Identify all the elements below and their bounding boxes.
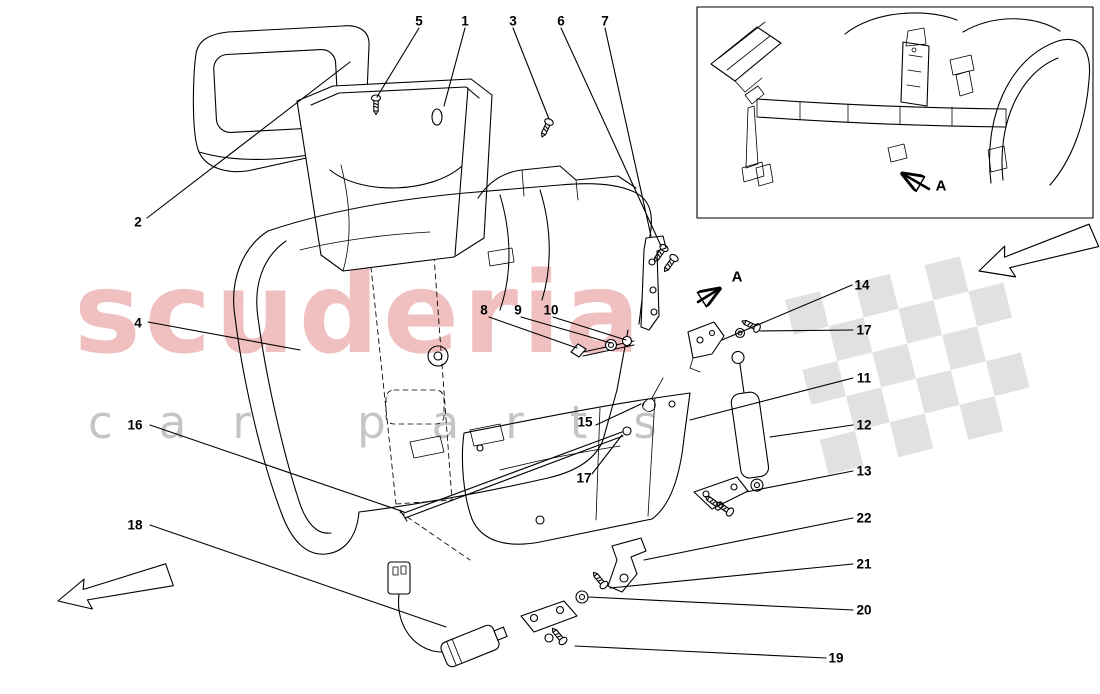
screw-icon-part3	[537, 116, 555, 140]
callout-11: 11	[856, 370, 872, 386]
inset-frame-rail	[756, 98, 1007, 110]
washer-20	[575, 590, 589, 604]
bracket-22	[607, 537, 647, 593]
watermark-brand-text: scuderia	[74, 249, 645, 379]
callout-20: 20	[856, 602, 872, 618]
section-label-a: A	[731, 268, 743, 286]
callout-2: 2	[134, 214, 142, 230]
callout-5: 5	[415, 13, 423, 29]
inset-wheel-arch-right	[989, 39, 1091, 186]
callout-18: 18	[127, 517, 143, 533]
inset-section-label-a: A	[935, 177, 947, 195]
inset-wheel-arch-left	[844, 12, 958, 35]
section-arrow-main	[698, 289, 719, 302]
latch-actuator	[387, 561, 508, 668]
housing-panel	[233, 165, 652, 555]
lower-fixing-cluster	[520, 537, 647, 643]
callout-8: 8	[480, 302, 488, 318]
retaining-spring	[642, 377, 664, 412]
gas-strut	[730, 350, 770, 492]
callout-14: 14	[854, 277, 870, 293]
strut-bracket-lower	[693, 476, 749, 510]
callout-12: 12	[856, 417, 872, 433]
callout-3: 3	[509, 13, 517, 29]
callout-13: 13	[856, 463, 872, 479]
callout-19: 19	[828, 650, 844, 666]
callout-10: 10	[543, 302, 559, 318]
screw-icon-21	[589, 568, 610, 591]
washer-17-right	[734, 327, 746, 339]
callout-4: 4	[134, 315, 142, 331]
alignment-dashed-lines	[369, 255, 471, 561]
inset-bumper-bar	[710, 26, 782, 82]
strut-bracket-upper	[687, 321, 725, 373]
direction-arrow-bottom-left	[57, 563, 174, 610]
inset-section-arrow	[903, 174, 931, 189]
callout-17-right: 17	[856, 322, 872, 338]
callout-15: 15	[577, 414, 593, 430]
support-bracket	[461, 392, 691, 545]
callout-16: 16	[127, 417, 143, 433]
callout-22: 22	[856, 510, 872, 526]
callout-1: 1	[461, 13, 469, 29]
callout-17-mid: 17	[576, 470, 592, 486]
screw-icon-part6b	[660, 252, 680, 275]
glove-box-bin	[296, 78, 493, 272]
direction-arrow-right	[978, 223, 1100, 278]
inset-location-box	[696, 6, 1094, 219]
callout-21: 21	[856, 556, 872, 572]
mount-bracket-upper	[640, 235, 667, 331]
callout-7: 7	[601, 13, 609, 29]
bracket-19-plate	[520, 600, 578, 633]
callout-6: 6	[557, 13, 565, 29]
callout-9: 9	[514, 302, 522, 318]
callout-leader-lines	[146, 27, 854, 659]
actuator-rod	[399, 426, 632, 522]
checkered-flag-watermark	[785, 256, 1030, 475]
watermark-subtitle-text: car parts	[88, 396, 703, 449]
